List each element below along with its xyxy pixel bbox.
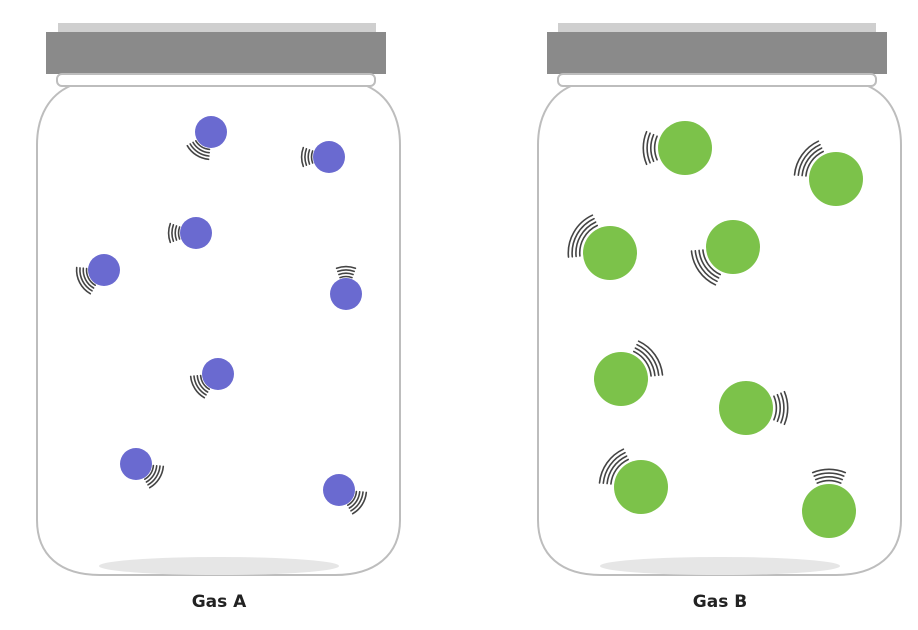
jar-rim bbox=[557, 73, 877, 87]
jar-label-gas-b: Gas B bbox=[693, 592, 747, 612]
particle bbox=[793, 140, 863, 206]
particle bbox=[330, 265, 362, 310]
particle bbox=[323, 474, 368, 515]
particle bbox=[167, 217, 212, 249]
particle bbox=[300, 141, 345, 173]
particle bbox=[189, 358, 234, 399]
jar-label-gas-a: Gas A bbox=[192, 592, 247, 612]
jar-lid-top bbox=[58, 23, 376, 33]
jar-lid bbox=[547, 32, 887, 74]
particle bbox=[120, 448, 165, 489]
particle bbox=[802, 468, 856, 538]
jar-rim bbox=[56, 73, 376, 87]
particle bbox=[719, 381, 789, 435]
jar-lid-top bbox=[558, 23, 876, 33]
particles-gas-b bbox=[567, 121, 863, 538]
particle bbox=[594, 340, 664, 406]
jar-gas-a: Gas A bbox=[36, 23, 401, 612]
particle bbox=[690, 220, 760, 286]
jar-gas-b: Gas B bbox=[537, 23, 902, 612]
particle bbox=[75, 254, 120, 295]
jar-lid bbox=[46, 32, 386, 74]
jar-floor bbox=[99, 557, 339, 575]
particle bbox=[567, 214, 637, 280]
particle bbox=[598, 448, 668, 514]
jar-floor bbox=[600, 557, 840, 575]
particles-gas-a bbox=[75, 116, 368, 515]
particle bbox=[642, 121, 712, 175]
particle bbox=[186, 116, 227, 161]
jar-body bbox=[537, 85, 902, 576]
